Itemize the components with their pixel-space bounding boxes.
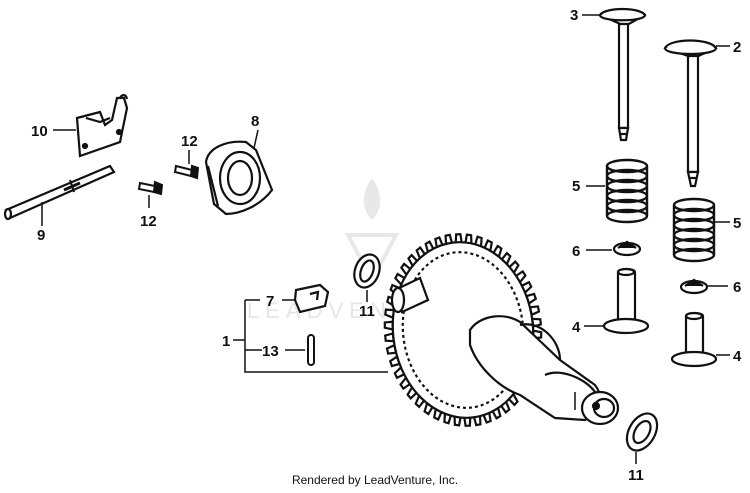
part-11-washer-upper — [353, 253, 381, 289]
part-5-spring-left — [605, 158, 649, 224]
part-3-valve — [598, 7, 647, 142]
part-11-washer-lower — [625, 412, 659, 452]
callout-11-upper: 11 — [359, 303, 375, 320]
callout-1: 1 — [222, 333, 230, 350]
callout-5-right: 5 — [733, 215, 741, 232]
callout-6-right: 6 — [733, 279, 741, 296]
callout-3: 3 — [570, 7, 578, 24]
callout-4-left: 4 — [572, 319, 581, 336]
callout-11-lower: 11 — [628, 467, 644, 484]
part-12-screw-upper — [173, 164, 200, 180]
part-6-retainer-right — [679, 278, 709, 295]
callout-6-left: 6 — [572, 243, 580, 260]
part-4-tappet-left — [602, 267, 650, 335]
callout-5-left: 5 — [572, 178, 580, 195]
callout-2: 2 — [733, 39, 741, 56]
part-5-spring-right — [672, 197, 716, 263]
callout-7: 7 — [266, 293, 274, 310]
watermark-flame-icon — [363, 178, 381, 220]
part-12-screw-lower — [137, 180, 164, 196]
callout-12-lower: 12 — [140, 213, 157, 230]
callout-12-upper: 12 — [181, 133, 198, 150]
part-4-tappet-right — [670, 311, 718, 368]
part-8-sleeve — [204, 140, 274, 216]
callout-13: 13 — [262, 343, 279, 360]
part-7-weight — [293, 283, 330, 314]
part-2-valve — [663, 39, 718, 188]
callout-9: 9 — [37, 227, 45, 244]
callout-10: 10 — [31, 123, 48, 140]
callout-4-right: 4 — [733, 348, 742, 365]
part-1-group-bracket — [233, 299, 388, 373]
part-13-pin — [307, 334, 315, 366]
callout-8: 8 — [251, 113, 259, 130]
part-6-retainer-left — [612, 240, 642, 257]
footer-credit: Rendered by LeadVenture, Inc. — [291, 473, 459, 487]
part-9-shaft — [3, 164, 116, 221]
part-1-camshaft — [383, 233, 620, 427]
gear-tooth — [383, 320, 394, 331]
part-10-bracket — [75, 94, 129, 158]
